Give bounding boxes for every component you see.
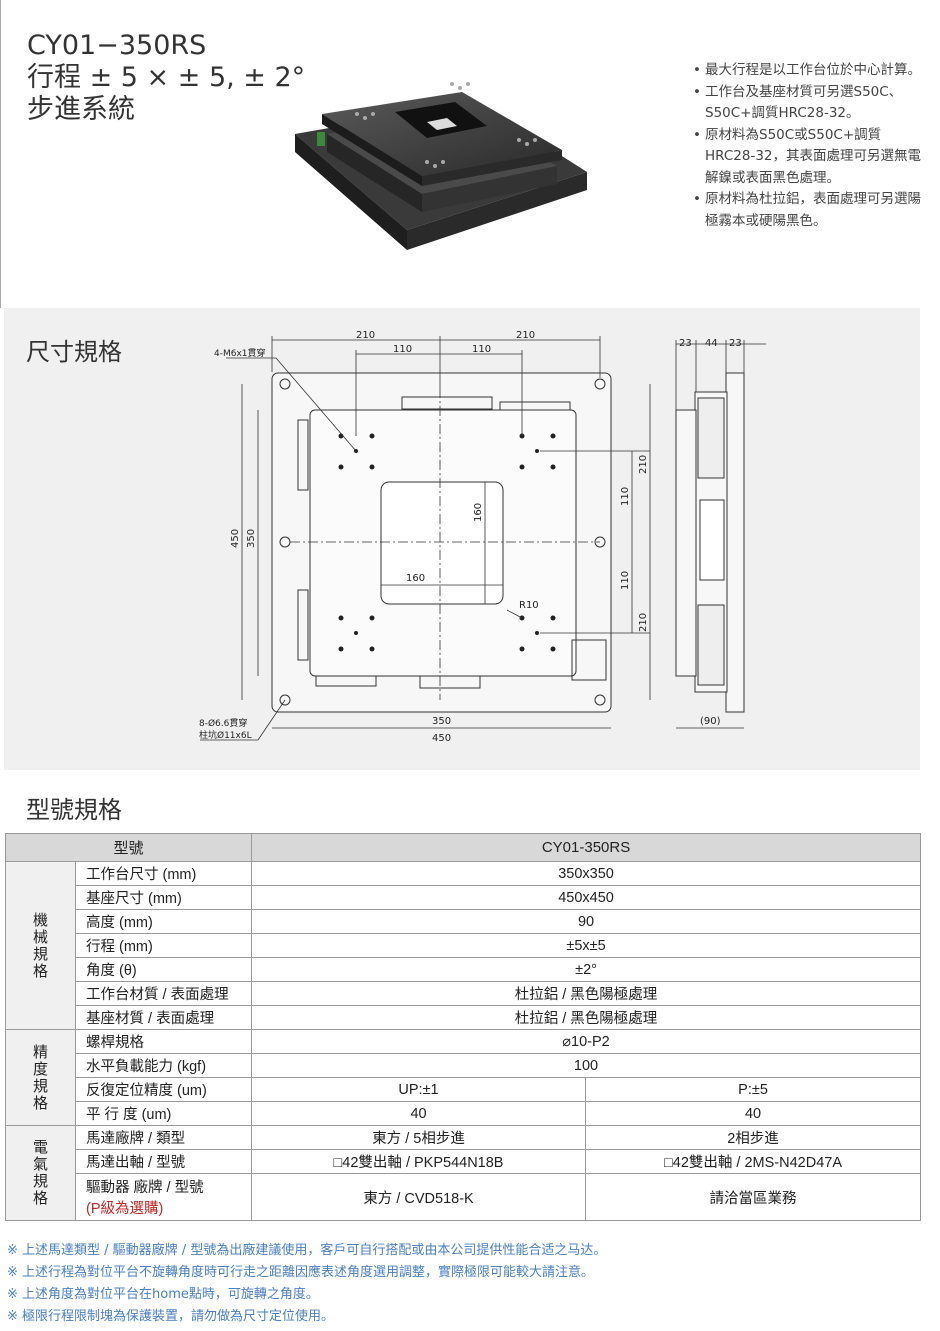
dim-label: 450 bbox=[230, 529, 241, 548]
product-notes: 最大行程是以工作台位於中心計算。 工作台及基座材質可另選S50C、S50C+調質… bbox=[693, 60, 923, 232]
table-row: 電氣規格 馬達廠牌 / 類型 東方 / 5相步進 2相步進 bbox=[5, 1125, 922, 1221]
header-section: CY01−350RS 行程 ± 5 × ± 5, ± 2° 步進系統 bbox=[0, 0, 921, 308]
table-row: 工作台材質 / 表面處理 杜拉鋁 / 黑色陽極處理 bbox=[6, 981, 922, 1006]
table-row: 行程 (mm) ±5x±5 bbox=[6, 933, 922, 958]
note-item: 原材料為杜拉鋁，表面處理可另選陽極霧本或硬陽黑色。 bbox=[693, 189, 923, 232]
table-row: 角度 (θ) ±2° bbox=[6, 957, 922, 982]
group-electrical: 電氣規格 bbox=[5, 1125, 76, 1221]
model-name: CY01−350RS bbox=[27, 30, 207, 61]
dim-label: 210 bbox=[638, 613, 649, 632]
group-mechanical: 機械規格 bbox=[5, 861, 76, 1030]
footnotes: ※ 上述馬達類型 / 驅動器廠牌 / 型號為出廠建議使用，客戶可自行搭配或由本公… bbox=[7, 1240, 606, 1328]
product-title: CY01−350RS 行程 ± 5 × ± 5, ± 2° 步進系統 bbox=[27, 30, 305, 126]
dim-label: 44 bbox=[705, 338, 718, 349]
dim-label: (90) bbox=[700, 716, 721, 727]
dim-label: 23 bbox=[679, 338, 692, 349]
dim-label: 柱坑Ø11x6L bbox=[199, 729, 252, 741]
dim-label: 210 bbox=[638, 455, 649, 474]
footnote-item: ※ 上述行程為對位平台不旋轉角度時可行走之距離因應表述角度選用調整，實際極限可能… bbox=[7, 1265, 595, 1280]
model-header: 型號 bbox=[4, 833, 253, 862]
dim-label: 23 bbox=[729, 338, 742, 349]
table-row: 驅動器 廠牌 / 型號 (P級為選購) 東方 / CVD518-K 請洽當區業務 bbox=[6, 1173, 922, 1221]
dim-label: 210 bbox=[516, 330, 535, 341]
table-row: 馬達出軸 / 型號 □42雙出軸 / PKP544N18B □42雙出軸 / 2… bbox=[6, 1149, 922, 1174]
table-row: 反復定位精度 (um) UP:±1 P:±5 bbox=[6, 1077, 922, 1102]
table-row: 平 行 度 (um) 40 40 bbox=[6, 1101, 922, 1126]
spec-table: 型號 CY01-350RS 機械規格 工作台尺寸 (mm) 350x350 基座… bbox=[4, 833, 922, 1221]
table-row: 基座材質 / 表面處理 杜拉鋁 / 黑色陽極處理 bbox=[6, 1005, 922, 1030]
table-row: 高度 (mm) 90 bbox=[6, 909, 922, 934]
table-row: 基座尺寸 (mm) 450x450 bbox=[6, 885, 922, 910]
dim-label: R10 bbox=[519, 600, 539, 611]
dim-label: 350 bbox=[432, 716, 451, 727]
dim-label: 160 bbox=[473, 503, 484, 522]
note-item: 工作台及基座材質可另選S50C、S50C+調質HRC28-32。 bbox=[693, 82, 923, 125]
table-header-row: 型號 CY01-350RS bbox=[4, 833, 922, 862]
dim-label: 110 bbox=[393, 344, 412, 355]
table-row: 機械規格 工作台尺寸 (mm) 350x350 bbox=[5, 861, 922, 1030]
dim-label: 350 bbox=[246, 529, 257, 548]
dimension-drawing: 210 210 110 110 4-M6x1貫穿 450 350 160 160… bbox=[199, 330, 766, 744]
group-precision: 精度規格 bbox=[5, 1029, 76, 1126]
table-row: 水平負載能力 (kgf) 100 bbox=[6, 1053, 922, 1078]
travel-spec: 行程 ± 5 × ± 5, ± 2° bbox=[27, 62, 306, 93]
dim-label: 160 bbox=[406, 573, 425, 584]
optional-note: (P級為選購) bbox=[86, 1201, 164, 1217]
dim-label: 110 bbox=[620, 487, 631, 506]
footnote-item: ※ 上述角度為對位平台在home點時，可旋轉之角度。 bbox=[7, 1287, 319, 1302]
note-item: 原材料為S50C或S50C+調質HRC28-32，其表面處理可另選無電解鎳或表面… bbox=[693, 125, 923, 190]
note-item: 最大行程是以工作台位於中心計算。 bbox=[693, 60, 923, 82]
dim-label: 210 bbox=[356, 330, 375, 341]
dim-label: 8-Ø6.6貫穿 bbox=[199, 717, 247, 729]
dimension-title: 尺寸規格 bbox=[26, 338, 122, 366]
product-photo bbox=[295, 82, 587, 250]
model-value: CY01-350RS bbox=[251, 833, 922, 862]
dim-label: 450 bbox=[432, 733, 451, 744]
dim-label: 4-M6x1貫穿 bbox=[214, 347, 266, 359]
dim-label: 110 bbox=[620, 571, 631, 590]
table-row: 精度規格 螺桿規格 ⌀10-P2 bbox=[5, 1029, 922, 1126]
footnote-item: ※ 極限行程限制塊為保護裝置，請勿做為尺寸定位使用。 bbox=[7, 1309, 335, 1324]
dim-label: 110 bbox=[472, 344, 491, 355]
footnote-item: ※ 上述馬達類型 / 驅動器廠牌 / 型號為出廠建議使用，客戶可自行搭配或由本公… bbox=[7, 1243, 607, 1258]
driver-label: 驅動器 廠牌 / 型號 bbox=[86, 1180, 204, 1196]
spec-title: 型號規格 bbox=[26, 796, 122, 824]
system-type: 步進系統 bbox=[27, 94, 135, 125]
